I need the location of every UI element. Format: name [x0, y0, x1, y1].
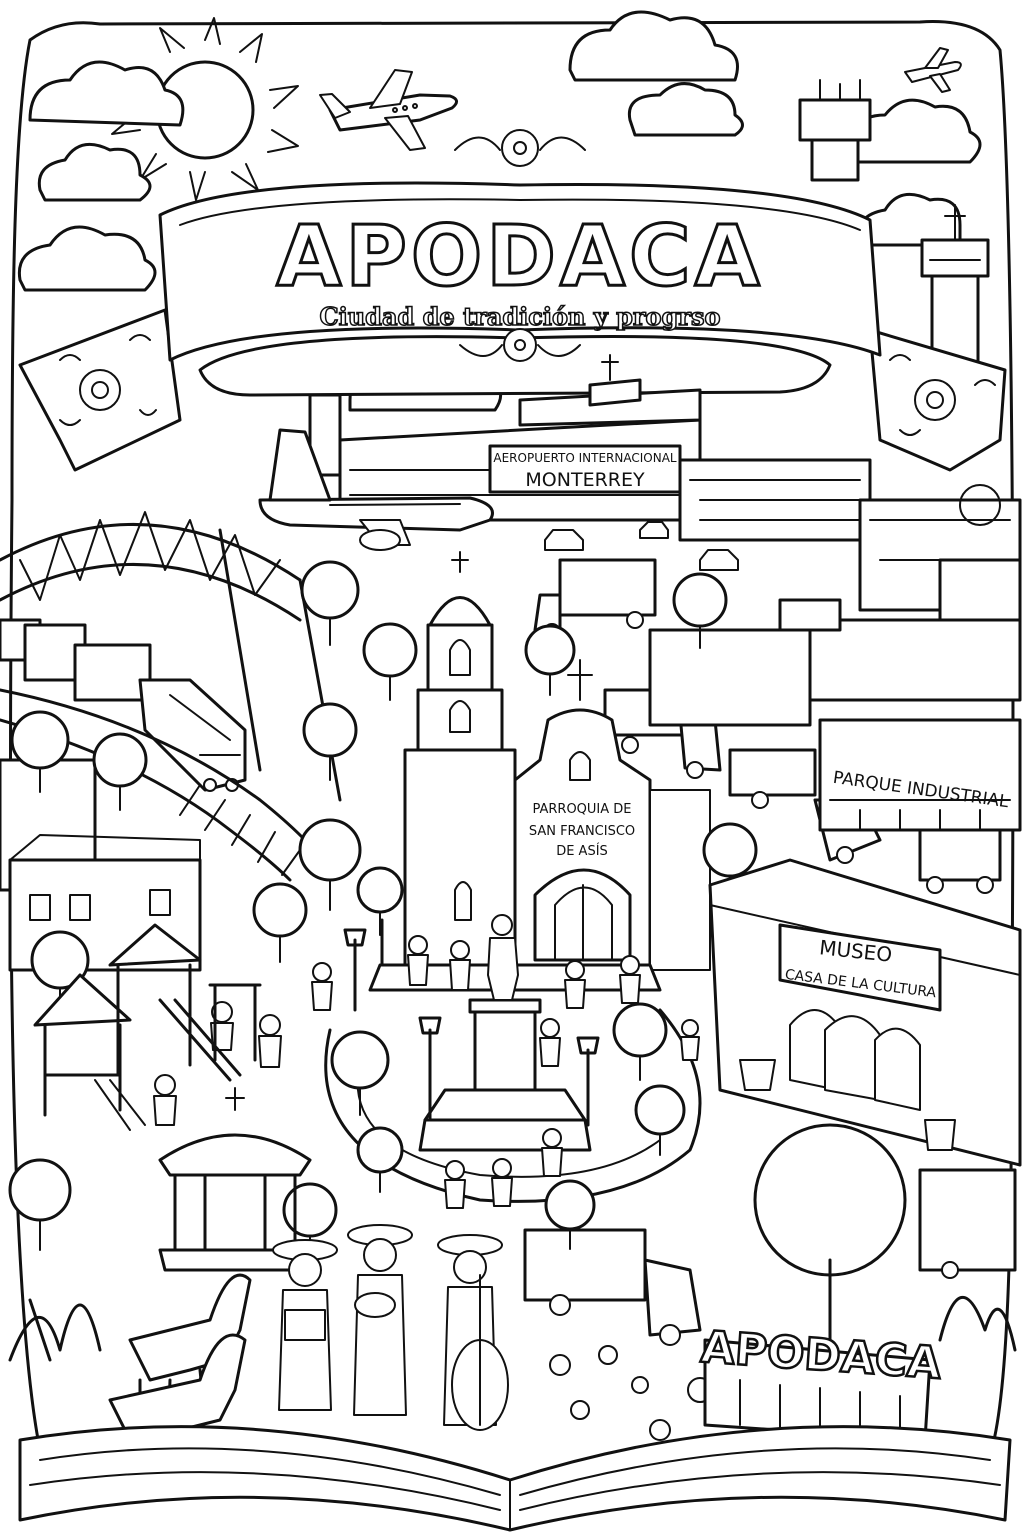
papel-picado-right	[868, 328, 1007, 472]
lamp-post-icon	[343, 918, 600, 1127]
church-label-line3: DE ASÍS	[556, 843, 608, 859]
bridge-truss	[0, 511, 342, 802]
papel-picado-left	[18, 308, 182, 472]
agave-plant-icon	[8, 1295, 1017, 1362]
parked-airplane-icon	[258, 428, 494, 551]
airport-sign-box	[488, 444, 682, 494]
title-banner	[158, 129, 882, 397]
trees	[8, 560, 907, 1362]
truck-icon	[918, 1168, 1017, 1279]
airplane-icon	[319, 69, 458, 151]
open-book	[18, 1425, 1012, 1532]
banner-title: APODACA	[276, 207, 763, 305]
airport-sign-line2: MONTERREY	[525, 469, 645, 491]
banner-subtitle: Ciudad de tradición y progrso	[320, 302, 721, 331]
airplane-small-icon	[904, 47, 962, 93]
playground	[33, 923, 262, 1131]
flower-icons	[549, 1345, 713, 1441]
monument-statue	[418, 914, 592, 1152]
airport-sign-line1: AEROPUERTO INTERNACIONAL	[493, 451, 677, 465]
gazebo-icon	[158, 1087, 312, 1272]
people-figures	[153, 935, 700, 1209]
car-icon	[544, 521, 739, 571]
train-icon	[0, 618, 247, 792]
museum-sign-box	[778, 923, 942, 1012]
church-building	[368, 551, 711, 992]
industrial-buildings	[648, 558, 1022, 832]
truck-icon	[523, 1228, 702, 1346]
truck-icon	[918, 828, 1002, 894]
musicians	[272, 1224, 509, 1431]
museum-building	[708, 858, 1022, 1167]
church-label-line2: SAN FRANCISCO	[529, 824, 635, 839]
church-label-line1: PARROQUIA DE	[532, 802, 631, 817]
